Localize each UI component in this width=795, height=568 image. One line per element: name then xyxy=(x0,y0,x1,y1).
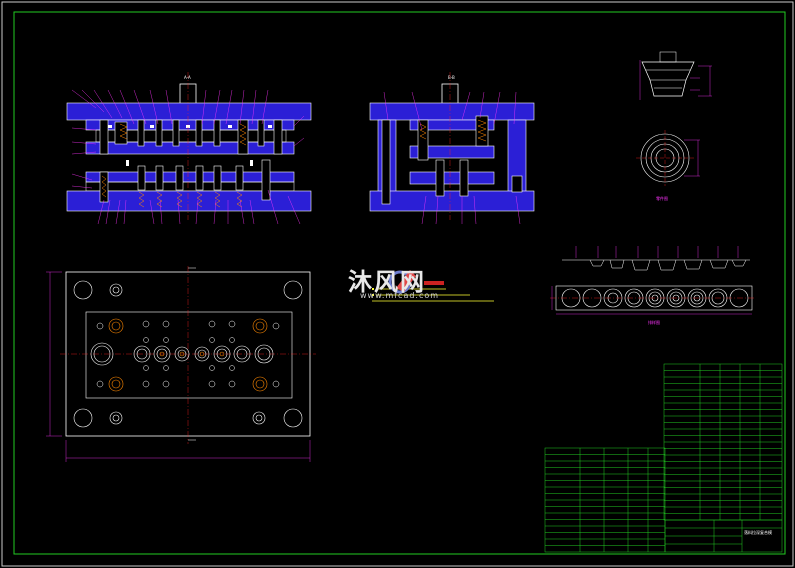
front-bottom-plate xyxy=(66,190,312,212)
bill-of-materials xyxy=(544,363,783,553)
side-section-view: B-B xyxy=(369,72,535,225)
watermark-url: www.mfcad.com xyxy=(360,291,440,300)
inner-frame xyxy=(13,11,786,555)
title-block-text: 落料拉深复合模 xyxy=(744,529,772,535)
technical-notes xyxy=(372,281,494,302)
part-caption: 零件图 xyxy=(656,195,668,201)
watermark-logo-icon xyxy=(388,270,416,294)
part-drawing: 零件图 xyxy=(636,51,712,201)
watermark-text: 沐风网 xyxy=(348,268,426,296)
title-block-label: 落料拉深复合模 xyxy=(744,529,772,535)
strip-layout: 排样图 xyxy=(550,246,756,325)
plan-view xyxy=(46,266,316,462)
side-view-marker: B-B xyxy=(448,75,455,80)
strip-caption: 排样图 xyxy=(648,319,660,325)
front-section-view: A-A xyxy=(66,72,312,225)
side-top-plate xyxy=(369,102,535,121)
front-view-marker: A-A xyxy=(184,75,191,80)
side-bottom-plate xyxy=(369,190,535,212)
